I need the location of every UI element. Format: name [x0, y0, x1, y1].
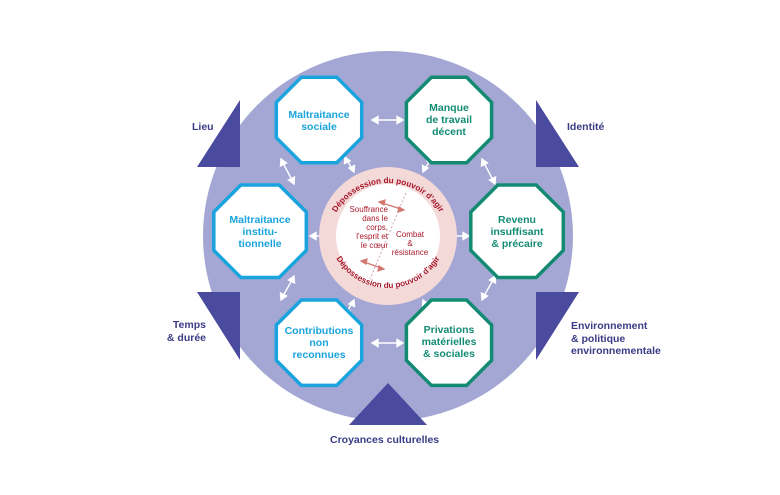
double-arrow-icon — [279, 157, 296, 186]
double-arrow-icon — [480, 157, 497, 186]
context-lieu: Lieu — [192, 121, 214, 133]
context-croyances: Croyances culturelles — [330, 434, 440, 446]
label-maltraitance-sociale: Maltraitance sociale — [288, 109, 350, 133]
triangle-icon-croyances — [349, 383, 427, 425]
octagon-revenu — [469, 183, 566, 280]
triangle-icon-lieu — [197, 100, 240, 167]
label-revenu: Revenu insuffisant & précaire — [490, 214, 544, 250]
double-arrow-icon — [359, 258, 386, 272]
label-privations: Privations matérielles & sociales — [421, 324, 477, 360]
octagon-maltraitance-sociale — [274, 75, 364, 165]
core-souffrance: Souffrance dans le corps, l'esprit et le… — [349, 205, 388, 250]
core-divider — [369, 192, 407, 280]
core-combat: Combat & résistance — [391, 230, 429, 257]
double-arrow-icon — [343, 155, 356, 174]
octagon-privations — [404, 298, 494, 388]
double-arrow-icon — [480, 274, 497, 302]
label-manque-travail: Manque de travail décent — [425, 102, 473, 138]
context-environnement: Environnement & politique environnementa… — [571, 320, 661, 357]
double-arrow-icon — [370, 115, 405, 125]
octagon-contributions — [274, 298, 364, 388]
triangle-icon-temps — [197, 292, 240, 360]
octagon-maltraitance-institutionnelle — [212, 183, 309, 280]
context-temps: Temps & durée — [166, 319, 206, 344]
triangle-icon-environnement — [536, 292, 579, 360]
triangle-icon-identite — [536, 100, 579, 167]
label-contributions: Contributions non reconnues — [284, 325, 354, 361]
double-arrow-icon — [370, 338, 405, 348]
double-arrow-icon — [377, 199, 406, 213]
double-arrow-icon — [279, 274, 296, 302]
octagon-manque-travail — [404, 75, 494, 165]
label-maltraitance-institutionnelle: Maltraitance institu- tionnelle — [229, 214, 291, 250]
context-identite: Identité — [567, 121, 605, 133]
